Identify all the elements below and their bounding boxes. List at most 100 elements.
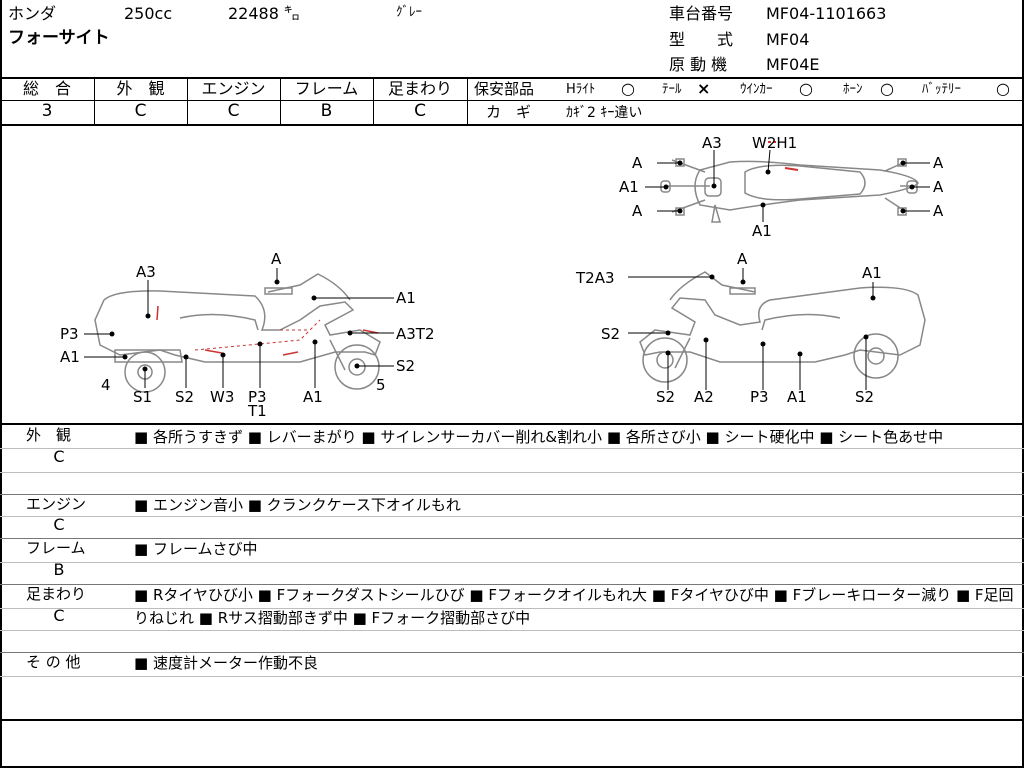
label-top-a: A [933, 178, 944, 196]
label-left-4: 4 [101, 376, 111, 394]
guide-line [0, 472, 1024, 473]
frame-no: MF04-1101663 [766, 4, 887, 23]
safety-title: 保安部品 [474, 80, 535, 98]
guide-line [0, 448, 1024, 449]
score-label: フレーム [294, 79, 359, 98]
label-left-a1: A1 [303, 388, 323, 406]
type-label: 型 式 [669, 30, 734, 49]
comments-top-line [0, 423, 1024, 425]
score-divider [373, 77, 374, 125]
cross-mark-icon: × [697, 79, 711, 98]
label-top-a: A [632, 202, 643, 220]
label-left-s2: S2 [175, 388, 194, 406]
guide-line [0, 562, 1024, 563]
section-label: エンジン [26, 495, 87, 513]
label-left-p3: P3 [248, 388, 267, 406]
section-text: ■ 各所うすきず ■ レバーまがり ■ サイレンサーカバー削れ&割れ小 ■ 各所… [134, 428, 944, 446]
score-label: 総 合 [22, 79, 71, 98]
score-table-mid-line [0, 100, 1024, 101]
score-table-bottom-line [0, 124, 1024, 126]
label-top-a1: A1 [752, 222, 772, 240]
section-text: ■ エンジン音小 ■ クランクケース下オイルもれ [134, 496, 461, 514]
frame-bottom-border [0, 766, 1024, 768]
label-top-a: A [933, 202, 944, 220]
section-text: ■ 速度計メーター作動不良 [134, 654, 318, 672]
safety-item-label: ﾃｰﾙ [662, 82, 682, 97]
body-color: ｸﾞﾚｰ [396, 5, 422, 20]
label-right-a2: A2 [694, 388, 714, 406]
type-value: MF04 [766, 30, 810, 49]
guide-line [0, 516, 1024, 517]
engine-label: 原 動 機 [669, 55, 728, 74]
score-value: 3 [41, 101, 53, 121]
score-divider [280, 77, 281, 125]
label-left-a1: A1 [60, 348, 80, 366]
label-left-t1: T1 [247, 402, 267, 420]
circle-mark-icon: ○ [621, 79, 635, 98]
label-right-s2: S2 [601, 325, 620, 343]
label-top-a1: A1 [619, 178, 639, 196]
circle-mark-icon: ○ [880, 79, 894, 98]
section-text: ■ フレームさび中 [134, 540, 258, 558]
frame-right-border [1022, 0, 1024, 768]
label-right-s2: S2 [656, 388, 675, 406]
damage-mark [784, 167, 799, 171]
section-text: ■ Rタイヤひび小 ■ Fフォークダストシールひび ■ Fフォークオイルもれ大 … [134, 586, 1014, 627]
safety-item-label: ｳｲﾝｶｰ [740, 82, 773, 97]
score-value: C [134, 101, 147, 121]
score-value: C [227, 101, 240, 121]
frame-no-label: 車台番号 [669, 4, 734, 23]
label-left-5: 5 [376, 376, 386, 394]
label-top-a: A [632, 154, 643, 172]
section-grade: B [53, 560, 65, 579]
scooter-right-view [639, 271, 926, 383]
section-separator [0, 494, 1024, 495]
scooter-diagram: A3 W2H1 A A1 A A A A A1 [60, 134, 944, 420]
label-left-a: A [271, 250, 282, 268]
section-separator [0, 538, 1024, 539]
guide-line [0, 608, 1024, 609]
score-table-top-line [0, 77, 1024, 79]
mileage: 22488 ㌔ [228, 4, 300, 23]
label-left-p3: P3 [60, 325, 79, 343]
scooter-left-view [94, 273, 381, 393]
section-separator [0, 584, 1024, 585]
guide-line [0, 630, 1024, 631]
label-top-a: A [933, 154, 944, 172]
score-divider [467, 77, 468, 125]
label-left-a3t2: A3T2 [396, 325, 435, 343]
comments-bottom-line [0, 719, 1024, 721]
label-left-s2: S2 [396, 357, 415, 375]
label-right-a1: A1 [787, 388, 807, 406]
model-name: フォーサイト [8, 28, 110, 48]
score-divider [94, 77, 95, 125]
label-left-w3: W3 [210, 388, 234, 406]
section-separator [0, 652, 1024, 653]
label-right-a1: A1 [862, 264, 882, 282]
circle-mark-icon: ○ [799, 79, 813, 98]
frame-left-border [0, 0, 2, 768]
label-left-a3: A3 [136, 263, 156, 281]
section-grade: C [53, 447, 65, 466]
label-right-a: A [737, 250, 748, 268]
section-label: フレーム [26, 539, 86, 557]
score-label: 足まわり [387, 79, 452, 98]
score-value: C [414, 101, 426, 121]
label-top-a3: A3 [702, 134, 722, 152]
key-label: カ ギ [486, 103, 532, 121]
circle-mark-icon: ○ [996, 79, 1010, 98]
score-label: 外 観 [116, 79, 165, 98]
section-label: 足まわり [26, 585, 87, 603]
safety-item-label: Hﾗｲﾄ [566, 82, 596, 97]
displacement: 250cc [124, 4, 173, 23]
section-grade: C [53, 606, 65, 625]
maker: ホンダ [8, 4, 57, 23]
score-label: エンジン [201, 79, 266, 98]
label-left-a1: A1 [396, 289, 416, 307]
safety-item-label: ﾊﾞｯﾃﾘｰ [922, 82, 961, 97]
key-value: ｶｷﾞ2 ｷｰ違い [566, 105, 643, 121]
score-value: B [320, 101, 333, 121]
label-left-s1: S1 [133, 388, 152, 406]
score-divider [187, 77, 188, 125]
label-right-p3: P3 [750, 388, 769, 406]
